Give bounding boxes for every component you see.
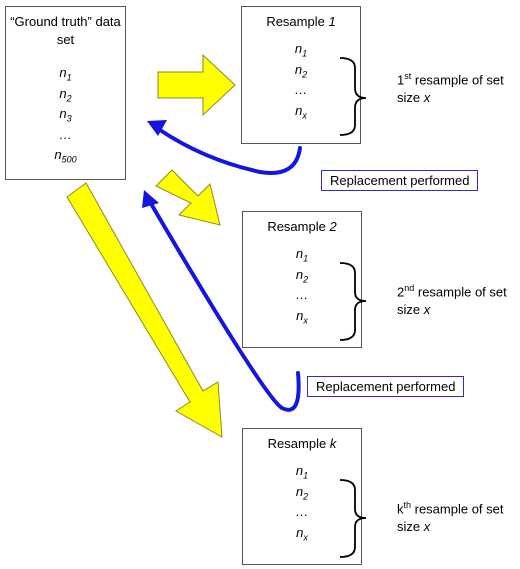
list-item: n1 (295, 463, 309, 481)
list-item: … (59, 126, 72, 142)
list-item: n2 (295, 483, 309, 502)
list-item: n2 (295, 266, 309, 285)
list-item: nx (296, 524, 308, 543)
list-item: n1 (295, 246, 309, 264)
blue-replacement-arrow-2 (148, 200, 301, 412)
resample-k-note: kth resample of set size x (397, 500, 504, 535)
brace-resample-2 (339, 262, 367, 341)
blue-replacement-arrow-1 (158, 128, 302, 175)
ground-truth-items: n1 n2 n3 … n500 (6, 65, 125, 168)
resample-2-note: 2nd resample of set size x (397, 283, 507, 318)
resample-2-title: Resample 2 (267, 219, 337, 234)
blue-arrowhead-2 (142, 190, 159, 208)
blue-arrowhead-1 (147, 120, 167, 136)
resample-1-items: n1 n2 … nx (242, 41, 360, 123)
ground-truth-box: “Ground truth” data set n1 n2 n3 … n500 (5, 6, 126, 180)
brace-resample-k (339, 479, 367, 558)
replacement-label-1: Replacement performed (321, 170, 479, 191)
list-item: n3 (59, 106, 72, 124)
replacement-label-2: Replacement performed (307, 376, 465, 397)
resample-1-title: Resample 1 (266, 14, 336, 29)
list-item: n500 (54, 147, 77, 165)
list-item: … (295, 504, 309, 520)
resample-2-box: Resample 2 n1 n2 … nx (242, 211, 362, 348)
list-item: … (294, 82, 308, 98)
list-item: n1 (59, 65, 72, 83)
list-item: n1 (294, 41, 308, 59)
list-item: nx (296, 307, 308, 326)
yellow-arrow-1 (157, 53, 236, 117)
list-item: n2 (294, 61, 308, 80)
ground-truth-title: “Ground truth” data set (10, 14, 121, 47)
list-item: nx (295, 102, 307, 121)
resample-1-note: 1st resample of set size x (397, 71, 504, 106)
yellow-arrow-k (66, 182, 223, 438)
list-item: … (295, 287, 309, 303)
resample-k-items: n1 n2 … nx (243, 463, 361, 545)
brace-resample-1 (339, 57, 367, 136)
resample-1-box: Resample 1 n1 n2 … nx (241, 6, 361, 144)
list-item: n2 (59, 85, 72, 104)
resample-2-items: n1 n2 … nx (243, 246, 361, 328)
resample-k-title: Resample k (267, 436, 337, 451)
resample-k-box: Resample k n1 n2 … nx (242, 428, 362, 565)
yellow-arrow-2 (155, 169, 221, 226)
